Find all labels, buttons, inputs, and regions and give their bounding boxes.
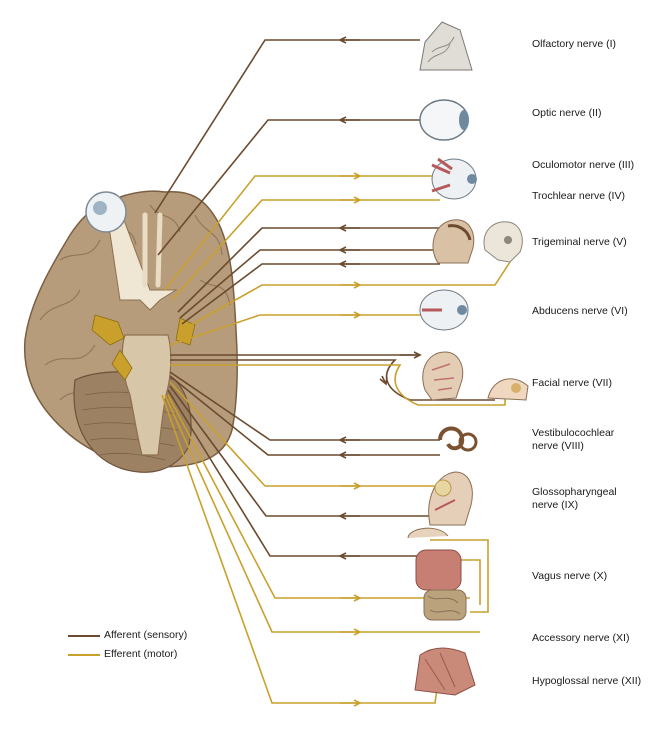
pathway-viii-2 (169, 375, 440, 456)
shoulder-muscle-sketch (414, 647, 476, 696)
label-oculomotor-nerve: Oculomotor nerve (III) (532, 159, 635, 171)
arrow-afferent (338, 36, 360, 44)
label-optic-nerve: Optic nerve (II) (532, 107, 602, 119)
eye-lateral-sketch (419, 289, 469, 331)
throat-sketch (428, 471, 473, 526)
mouth-sketch (487, 378, 529, 401)
label-vagus-nerve: Vagus nerve (X) (532, 570, 608, 582)
face-sketch (422, 351, 464, 401)
eyeball-iris (93, 201, 107, 215)
arrow-afferent (338, 246, 360, 254)
nose-sketch (419, 21, 473, 71)
arrow-afferent (338, 436, 360, 444)
arrow-afferent (338, 552, 360, 560)
brain-illustration (23, 190, 238, 473)
legend-efferent-label: Efferent (motor) (104, 648, 178, 660)
arrow-efferent (340, 628, 362, 636)
label-line-1: Glossopharyngeal (532, 486, 617, 498)
legend-afferent-label: Afferent (sensory) (104, 629, 188, 641)
pathway-ix-2 (169, 385, 440, 517)
pathway-vi (169, 314, 440, 346)
pathway-iv (171, 199, 440, 301)
arrow-efferent (340, 196, 362, 204)
label-line-1: Vestibulocochlear (532, 427, 615, 439)
pathway-vii-3 (170, 364, 506, 406)
label-facial-nerve: Facial nerve (VII) (532, 377, 612, 389)
target-organs (407, 21, 529, 696)
arrow-efferent (340, 699, 362, 707)
arrow-efferent (340, 482, 362, 490)
skull-sketch (483, 221, 523, 263)
label-accessory-nerve: Accessory nerve (XI) (532, 632, 630, 644)
arrow-afferent (338, 260, 360, 268)
pathway-iii (164, 175, 438, 291)
arrow-afferent (379, 375, 388, 386)
inner-ear-sketch (438, 426, 478, 452)
eyeball-on-brain (85, 191, 127, 233)
eye-muscle-sketch (431, 157, 477, 200)
arrow-afferent (400, 351, 422, 359)
arrow-efferent (340, 594, 362, 602)
pathway-v-2 (179, 249, 440, 319)
arrow-afferent (338, 512, 360, 520)
arrow-efferent (340, 281, 362, 289)
pathway-viii-1 (169, 371, 440, 441)
label-vestibulocochlear-nerve: Vestibulocochlear nerve (VIII) (532, 427, 614, 453)
pathway-x-1 (167, 389, 420, 557)
head-profile-sketch (432, 219, 475, 264)
pathway-v-3 (181, 263, 440, 325)
arrow-afferent (338, 224, 360, 232)
olfactory-bulbs (142, 212, 163, 288)
arrow-afferent (338, 451, 360, 459)
label-trochlear-nerve: Trochlear nerve (IV) (532, 190, 625, 202)
legend-efferent: Efferent (motor) (104, 648, 177, 660)
direction-arrows (338, 36, 422, 707)
nerve-roots (91, 314, 196, 381)
label-line-2: nerve (IX) (532, 499, 579, 511)
pathway-v-1 (177, 227, 440, 313)
pathway-v-4 (181, 261, 511, 331)
cerebellum-folia (81, 391, 179, 461)
arrow-efferent (340, 172, 362, 180)
eye-sketch (419, 99, 469, 141)
optic-tract (107, 219, 178, 311)
pathway-xi (164, 394, 480, 633)
label-abducens-nerve: Abducens nerve (VI) (532, 305, 628, 317)
label-glossopharyngeal-nerve: Glossopharyngeal nerve (IX) (532, 486, 617, 512)
nerve-pathways (154, 39, 511, 704)
pathway-ii (157, 119, 420, 256)
label-olfactory-nerve: Olfactory nerve (I) (532, 38, 617, 50)
legend-afferent: Afferent (sensory) (104, 629, 187, 641)
label-line-2: nerve (VIII) (532, 440, 584, 452)
label-trigeminal-nerve: Trigeminal nerve (V) (532, 236, 627, 248)
pathway-ix-1 (169, 381, 440, 487)
label-hypoglossal-nerve: Hypoglossal nerve (XII) (532, 675, 642, 687)
arrow-afferent (338, 116, 360, 124)
viscera-sketch (407, 527, 467, 621)
pathway-i (154, 39, 420, 214)
arrow-efferent (340, 311, 362, 319)
